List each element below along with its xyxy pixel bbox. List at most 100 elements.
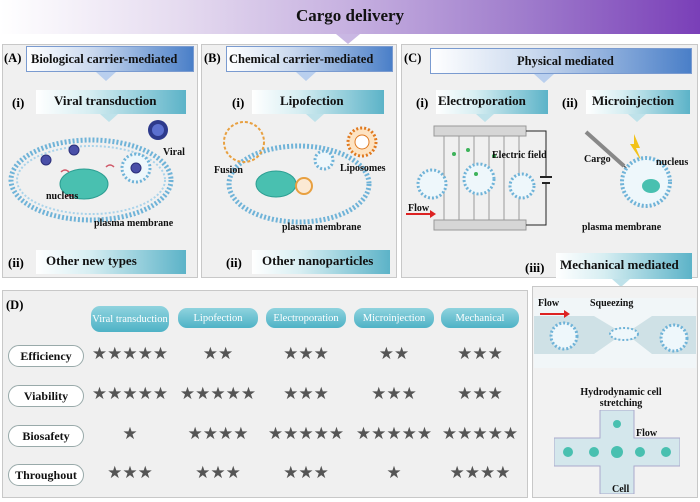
needle: [584, 130, 626, 168]
panel-c-sub2: Microinjection: [586, 90, 690, 114]
panel-b-sub1-text: Lipofection: [280, 93, 344, 108]
panel-c-sub1-arrow: [476, 114, 494, 122]
star-rating-cell: ★★★: [457, 384, 503, 404]
row-label-throughout: Throughout: [8, 464, 84, 486]
liposome-core: [354, 134, 370, 150]
star-rating-cell: ★★★★★: [91, 344, 169, 364]
panel-c-sub1: Electroporation: [436, 90, 548, 114]
page-title: Cargo delivery: [295, 6, 405, 25]
nucleus-shape: [642, 179, 660, 193]
lipofection-diagram: [223, 121, 378, 225]
title-arrow: [336, 34, 360, 44]
constriction-bottom: [534, 340, 696, 368]
star-rating-cell: ★★★: [371, 384, 417, 404]
constriction: [534, 298, 696, 328]
panel-a-sub2-roman: (ii): [8, 255, 24, 270]
viral-icon: [148, 120, 168, 140]
panel-b-sub1: Lipofection: [252, 90, 384, 114]
star-rating-cell: ★★★★★: [441, 424, 519, 444]
star-rating-cell: ★★★★★: [179, 384, 257, 404]
cell-middle: [462, 162, 496, 196]
star-rating-cell: ★★★: [195, 463, 241, 483]
cell-before: [549, 321, 579, 351]
panel-b-arrow: [296, 72, 316, 81]
panel-b-letter: (B): [204, 51, 221, 65]
panel-a-sub1-text: Viral transduction: [54, 93, 157, 108]
cell-membrane-inner: [16, 145, 166, 215]
panel-c-header: Physical mediated: [430, 48, 692, 74]
star-rating-cell: ★★★: [457, 344, 503, 364]
col-header-microinjection: Microinjection: [354, 308, 434, 328]
rna-strands: [60, 164, 115, 198]
panel-a-sub1-arrow: [100, 114, 118, 122]
flow-label-c: Flow: [408, 203, 430, 214]
circuit-wire: [526, 130, 547, 226]
electroporation-diagram: [406, 125, 552, 231]
vesicle: [313, 149, 335, 171]
squeezing-diagram: [534, 298, 696, 368]
panel-a-sub1: Viral transduction: [36, 90, 186, 114]
fusion-label: Fusion: [214, 165, 243, 176]
microinjection-diagram: [584, 130, 672, 208]
nucleus-label-c: nucleus: [656, 157, 689, 168]
row-label-biosafety: Biosafety: [8, 425, 84, 447]
star-rating-cell: ★★★★★: [267, 424, 345, 444]
star-rating-cell: ★★★: [283, 384, 329, 404]
panel-b-sub2-text: Other nanoparticles: [262, 253, 374, 268]
flash-icon: [630, 134, 642, 162]
flow-label-mech: Flow: [538, 298, 560, 309]
col-header-lipofection: Lipofection: [178, 308, 258, 328]
panel-a-sub1-roman: (i): [12, 95, 25, 110]
panel-c-sub3-text: Mechanical mediated: [560, 257, 679, 272]
star-rating-cell: ★★★★: [449, 463, 511, 483]
panel-b-sub1-roman: (i): [232, 95, 245, 110]
cell-squeezed: [609, 327, 639, 341]
row-label-efficiency: Efficiency: [8, 345, 84, 367]
col-header-electroporation: Electroporation: [266, 308, 346, 328]
panel-a-letter: (A): [4, 51, 22, 65]
title-banner: [0, 0, 700, 34]
nucleus-shape: [59, 168, 109, 200]
liposomes-label: Liposomes: [340, 163, 386, 174]
virus-particles: [40, 144, 142, 174]
electric-field-label: Electric field: [492, 150, 547, 161]
panel-c-sub2-roman: (ii): [562, 95, 578, 110]
panel-c-sub1-text: Electroporation: [438, 93, 526, 108]
cargo-dots: [452, 148, 496, 176]
panel-a-sub2: Other new types: [36, 250, 186, 274]
panel-b-header: Chemical carrier-mediated: [226, 46, 393, 72]
panel-c-letter: (C): [404, 51, 422, 65]
star-rating-cell: ★★★: [107, 463, 153, 483]
star-rating-cell: ★★★: [283, 344, 329, 364]
flow-arrowhead: [564, 310, 570, 318]
panel-c-sub2-text: Microinjection: [592, 93, 675, 108]
cell-right: [508, 172, 536, 200]
panel-b-sub1-arrow: [306, 114, 324, 122]
cell-label: Cell: [612, 484, 630, 495]
hydro-label: Hydrodynamic cell stretching: [580, 387, 662, 409]
panel-b-sub2-roman: (ii): [226, 255, 242, 270]
panel-a-header: Biological carrier-mediated: [26, 46, 194, 72]
star-rating-cell: ★★★: [283, 463, 329, 483]
panel-c-sub3-roman: (iii): [525, 260, 545, 275]
membrane-label-a: plasma membrane: [94, 218, 174, 229]
star-rating-cell: ★★★★★: [355, 424, 433, 444]
col-header-viral: Viral transduction: [91, 306, 169, 332]
membrane-label-b: plasma membrane: [282, 222, 362, 233]
cell-membrane: [8, 137, 174, 223]
panel-d-letter: (D): [6, 298, 24, 312]
panel-c-sub3: Mechanical mediated: [556, 253, 692, 279]
panel-c-sub3-arrow: [612, 279, 630, 287]
flow-label-hydro: Flow: [636, 428, 658, 439]
panel-d: [2, 290, 528, 498]
panel-b-header-text: Chemical carrier-mediated: [229, 52, 374, 66]
electrode-bottom: [433, 219, 527, 231]
panel-c-sub2-arrow: [628, 114, 646, 122]
star-rating-cell: ★: [386, 463, 402, 483]
panel-c-sub1-roman: (i): [416, 95, 429, 110]
panel-a: [2, 44, 198, 278]
endosome: [295, 177, 313, 195]
panel-b: [201, 44, 397, 278]
hydrodynamic-diagram: [554, 410, 680, 494]
viral-transduction-diagram: [8, 120, 174, 223]
